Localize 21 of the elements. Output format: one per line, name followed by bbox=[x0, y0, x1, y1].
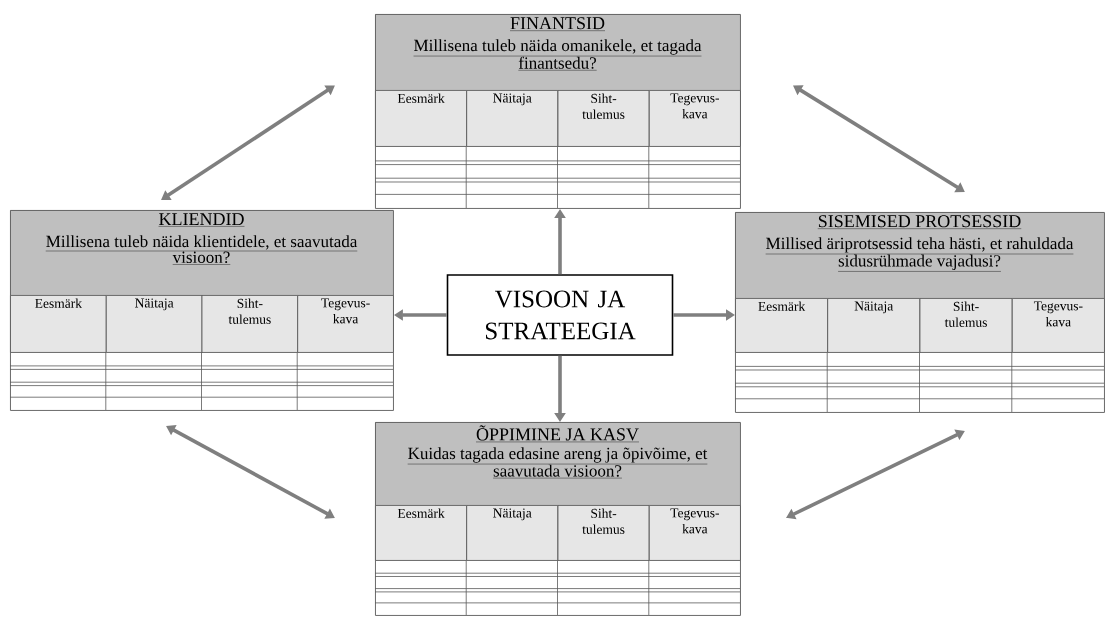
column-header-cell: Näitaja bbox=[827, 298, 921, 353]
column-header-cell: Tegevus- kava bbox=[648, 90, 741, 147]
column-header-cell: Eesmärk bbox=[10, 295, 107, 353]
arrow bbox=[786, 429, 965, 520]
column-header-cell: Tegevus- kava bbox=[297, 295, 394, 353]
column-header-cell: Tegevus- kava bbox=[648, 505, 741, 561]
arrow bbox=[161, 85, 335, 200]
column-header-cell: Näitaja bbox=[105, 295, 203, 353]
column-header-cell: Siht- tulemus bbox=[557, 90, 650, 147]
column-header-cell: Siht- tulemus bbox=[557, 505, 650, 561]
center-box: VISOON JA STRATEEGIA bbox=[446, 274, 674, 356]
column-header-cell: Eesmärk bbox=[735, 298, 829, 353]
column-header-cell: Eesmärk bbox=[375, 90, 468, 147]
column-header-cell: Eesmärk bbox=[375, 505, 468, 561]
arrow bbox=[793, 85, 965, 193]
column-header-cell: Siht- tulemus bbox=[201, 295, 299, 353]
column-header-cell: Näitaja bbox=[466, 90, 559, 147]
column-header-cell: Siht- tulemus bbox=[919, 298, 1013, 353]
arrow bbox=[166, 425, 335, 519]
column-header-cell: Tegevus- kava bbox=[1011, 298, 1105, 353]
column-header-cell: Näitaja bbox=[466, 505, 559, 561]
